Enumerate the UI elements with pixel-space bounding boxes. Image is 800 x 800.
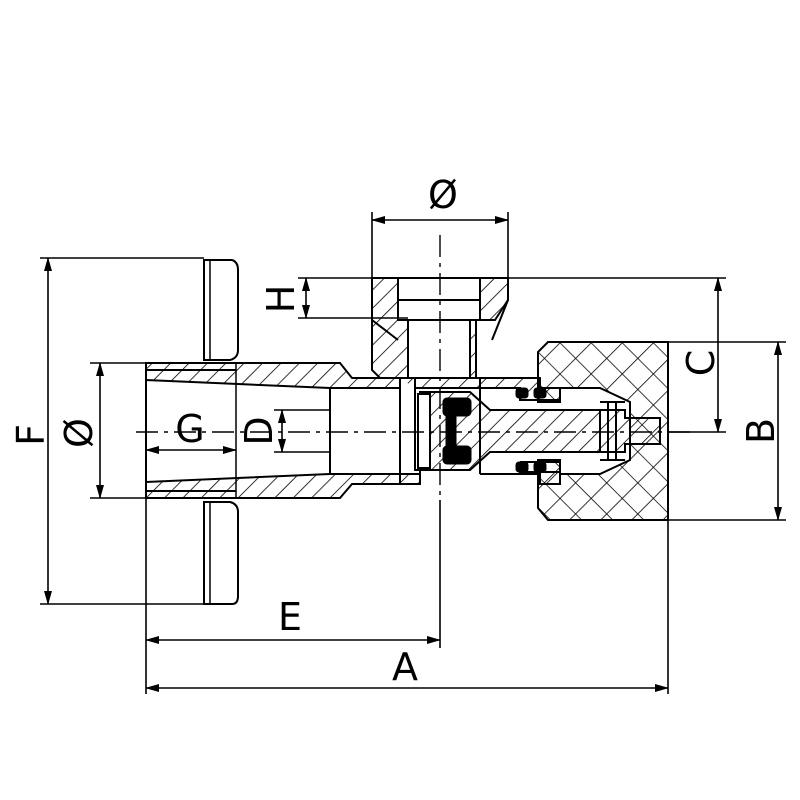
o-rings [442, 387, 547, 473]
cartridge-face [417, 393, 431, 469]
label-F: F [9, 424, 53, 446]
label-D: D [237, 416, 281, 445]
inlet-lower-wall [145, 473, 401, 499]
handle-knob [537, 341, 669, 521]
label-E: E [278, 595, 302, 639]
label-left-diameter: Ø [57, 418, 101, 448]
top-outlet-right-wall [469, 277, 509, 379]
chamber-body [352, 377, 421, 485]
label-B: B [739, 418, 783, 444]
inlet-upper-wall [145, 362, 401, 389]
label-top-diameter: Ø [428, 173, 458, 217]
label-C: C [679, 350, 723, 377]
label-G: G [175, 407, 204, 451]
label-H: H [259, 285, 303, 314]
dimension-labels: Ø F Ø G D H C B E A [9, 173, 783, 689]
label-A: A [392, 645, 418, 689]
top-outlet-left-wall [371, 277, 409, 379]
center-lines [136, 235, 690, 500]
wall-rosette [203, 259, 239, 605]
chamber-lower [399, 473, 421, 485]
dimension-lines [40, 212, 786, 694]
